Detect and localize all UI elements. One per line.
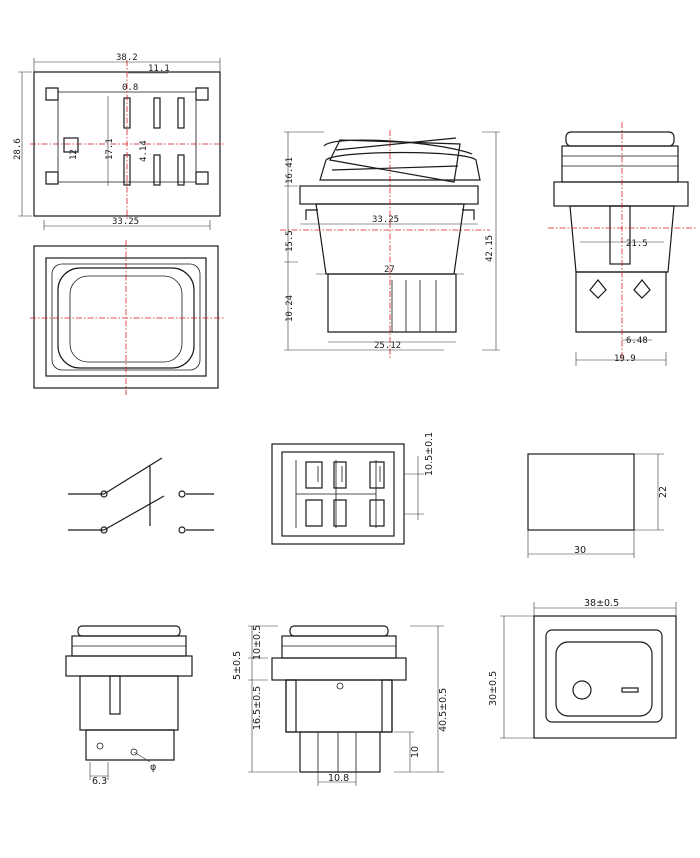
profile-total-dim: 40.5±0.5 bbox=[438, 688, 449, 732]
top-gap-dim: 0.8 bbox=[122, 83, 138, 93]
side-flange-dim: 33.25 bbox=[372, 215, 399, 225]
front-terminal-dim: 6.3 bbox=[92, 776, 107, 787]
profile-body-dim: 16.5±0.5 bbox=[252, 686, 263, 730]
profile-terminal-width-dim: 10.8 bbox=[328, 773, 349, 784]
top-pitch-right-dim: 4.14 bbox=[139, 140, 149, 162]
side-rocker-dim: 16.41 bbox=[285, 157, 295, 184]
cutout-height-dim: 22 bbox=[658, 486, 669, 498]
circuit-schematic bbox=[68, 457, 214, 534]
face-width-dim: 38±0.5 bbox=[584, 598, 619, 609]
cutout-width-dim: 30 bbox=[574, 545, 586, 556]
side-terminal-dim: 10.24 bbox=[285, 295, 295, 322]
profile-rocker-dim: 10±0.5 bbox=[252, 625, 263, 660]
rocker-front-view bbox=[30, 240, 224, 395]
top-pitch-left-dim: 12 bbox=[69, 149, 79, 160]
side-dimension-view: 16.41 15.5 10.24 42.15 33.25 27 25.12 bbox=[280, 130, 500, 360]
top-inner-width-dim: 33.25 bbox=[112, 217, 139, 227]
side-body-width-dim: 27 bbox=[384, 265, 395, 275]
side-body-dim: 15.5 bbox=[285, 230, 295, 252]
bottom-pitch-dim: 10.5±0.1 bbox=[424, 432, 435, 476]
end-center-dim: 21.5 bbox=[626, 239, 648, 249]
top-height-dim: 28.6 bbox=[13, 138, 23, 160]
face-height-dim: 30±0.5 bbox=[488, 671, 499, 706]
side-profile-view: 10±0.5 5±0.5 16.5±0.5 40.5±0.5 10 10.8 bbox=[232, 625, 449, 786]
side-total-dim: 42.15 bbox=[485, 235, 495, 262]
end-base-dim: 19.9 bbox=[614, 354, 636, 364]
top-width-dim: 38.2 bbox=[116, 53, 138, 63]
front-hole-label: φ bbox=[150, 762, 156, 773]
side-terminal-width-dim: 25.12 bbox=[374, 341, 401, 351]
top-inner-height-dim: 17.1 bbox=[105, 138, 115, 160]
terminal-bottom-view: 10.5±0.1 bbox=[271, 432, 435, 545]
front-face-view: 38±0.5 30±0.5 bbox=[488, 598, 677, 739]
front-profile-view: φ 6.3 bbox=[65, 625, 193, 787]
profile-terminal-len-dim: 10 bbox=[410, 746, 421, 758]
profile-flange-dim: 5±0.5 bbox=[232, 651, 243, 680]
top-dimension-view: 38.2 11.1 0.8 28.6 17.1 12 4.14 33.25 bbox=[13, 53, 225, 230]
end-spacing-dim: 6.48 bbox=[626, 336, 648, 346]
top-offset-dim: 11.1 bbox=[148, 64, 170, 74]
end-dimension-view: 21.5 6.48 19.9 bbox=[548, 122, 696, 366]
panel-cutout-view: 22 30 bbox=[527, 453, 669, 558]
